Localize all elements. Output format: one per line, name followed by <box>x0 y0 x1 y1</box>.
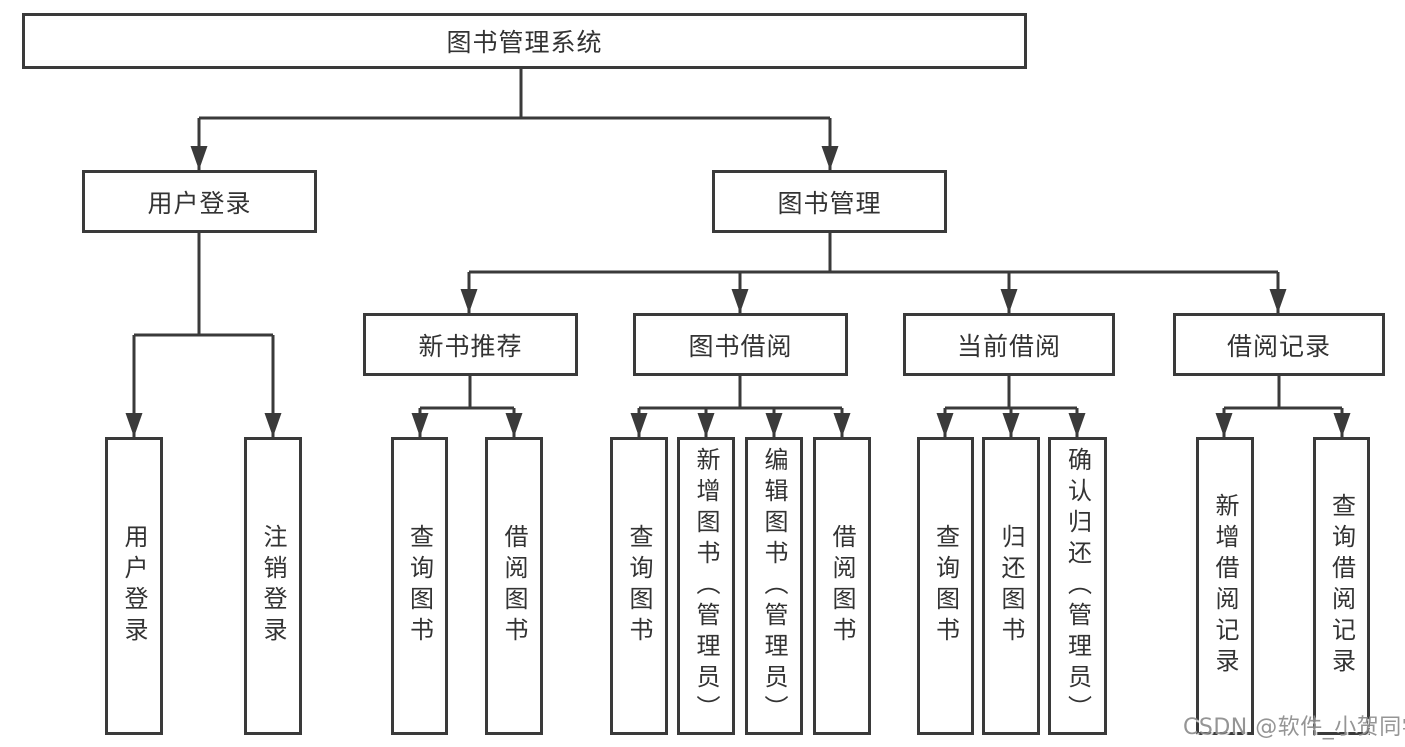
leaf-query-books-current-label: 查询图书 <box>931 524 960 648</box>
leaf-query-borrow-record-label: 查询借阅记录 <box>1327 493 1356 679</box>
node-borrowing-records-label: 借阅记录 <box>1226 331 1331 361</box>
leaf-user-login: 用户登录 <box>105 437 163 735</box>
leaf-add-book-admin: 新增图书（管理员） <box>677 437 735 735</box>
leaf-confirm-return-admin-label: 确认归还（管理员） <box>1063 446 1092 726</box>
leaf-add-borrow-record: 新增借阅记录 <box>1196 437 1254 735</box>
node-book-management-label: 图书管理 <box>777 188 882 218</box>
leaf-return-book: 归还图书 <box>982 437 1040 735</box>
leaf-query-books-recommend-label: 查询图书 <box>405 524 434 648</box>
csdn-watermark: CSDN @软件_小贺同学 <box>1183 715 1405 740</box>
leaf-edit-book-admin-label: 编辑图书（管理员） <box>760 446 788 726</box>
node-current-borrowing: 当前借阅 <box>903 313 1115 376</box>
node-book-borrowing-label: 图书借阅 <box>688 331 793 361</box>
leaf-query-books-borrowing: 查询图书 <box>610 437 668 735</box>
leaf-query-books-recommend: 查询图书 <box>391 437 448 735</box>
leaf-query-borrow-record: 查询借阅记录 <box>1313 437 1370 735</box>
leaf-query-books-borrowing-label: 查询图书 <box>625 524 653 648</box>
node-current-borrowing-label: 当前借阅 <box>956 331 1061 361</box>
leaf-edit-book-admin: 编辑图书（管理员） <box>745 437 803 735</box>
leaf-borrow-books-recommend: 借阅图书 <box>485 437 543 735</box>
leaf-query-books-current: 查询图书 <box>917 437 974 735</box>
connector-lines <box>125 69 1351 437</box>
node-root: 图书管理系统 <box>22 13 1027 69</box>
leaf-logout-label: 注销登录 <box>259 524 287 648</box>
node-root-label: 图书管理系统 <box>446 28 603 57</box>
node-user-login-label: 用户登录 <box>147 188 252 218</box>
leaf-borrow-book-label: 借阅图书 <box>828 524 856 648</box>
leaf-add-borrow-record-label: 新增借阅记录 <box>1211 493 1239 679</box>
leaf-logout: 注销登录 <box>244 437 302 735</box>
leaf-confirm-return-admin: 确认归还（管理员） <box>1048 437 1107 735</box>
node-new-book-recommend-label: 新书推荐 <box>418 331 523 361</box>
leaf-user-login-label: 用户登录 <box>120 524 148 648</box>
node-new-book-recommend: 新书推荐 <box>363 313 578 376</box>
leaf-borrow-books-recommend-label: 借阅图书 <box>500 524 528 648</box>
leaf-borrow-book: 借阅图书 <box>813 437 871 735</box>
node-book-management: 图书管理 <box>712 170 947 233</box>
leaf-return-book-label: 归还图书 <box>997 524 1025 648</box>
node-book-borrowing: 图书借阅 <box>633 313 848 376</box>
node-borrowing-records: 借阅记录 <box>1173 313 1385 376</box>
node-user-login: 用户登录 <box>82 170 317 233</box>
leaf-add-book-admin-label: 新增图书（管理员） <box>692 446 720 726</box>
